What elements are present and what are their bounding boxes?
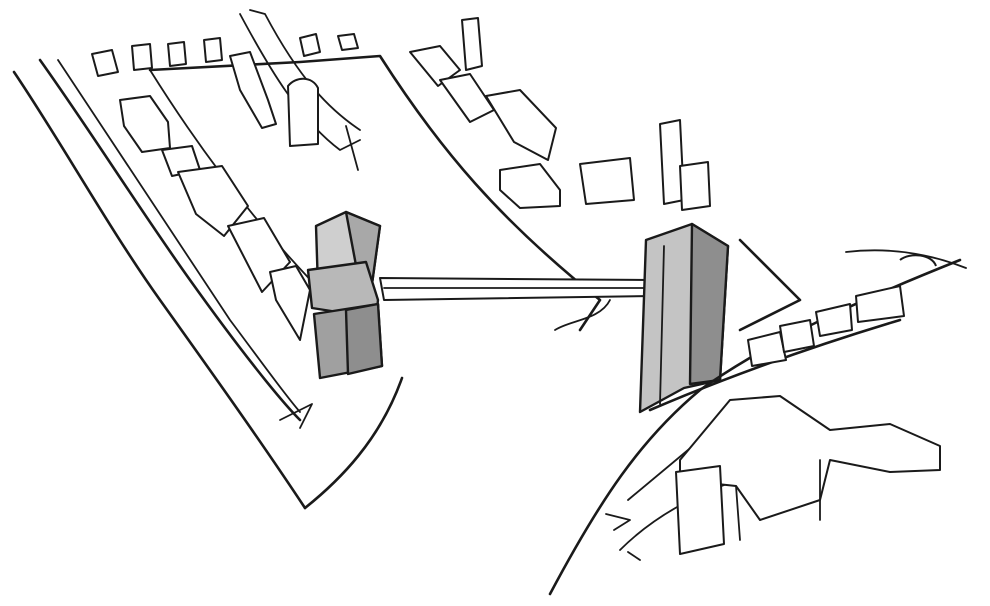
left-peninsula xyxy=(12,58,404,510)
left-tower xyxy=(306,210,384,380)
skybridge xyxy=(379,277,655,301)
center-back-buildings xyxy=(229,51,359,171)
right-tower xyxy=(638,222,730,414)
right-back-cluster xyxy=(409,17,711,211)
left-waterfront-blocks xyxy=(119,95,311,341)
foreground-complex xyxy=(675,395,941,555)
right-small-buildings xyxy=(747,254,937,367)
back-row-buildings xyxy=(91,33,359,77)
